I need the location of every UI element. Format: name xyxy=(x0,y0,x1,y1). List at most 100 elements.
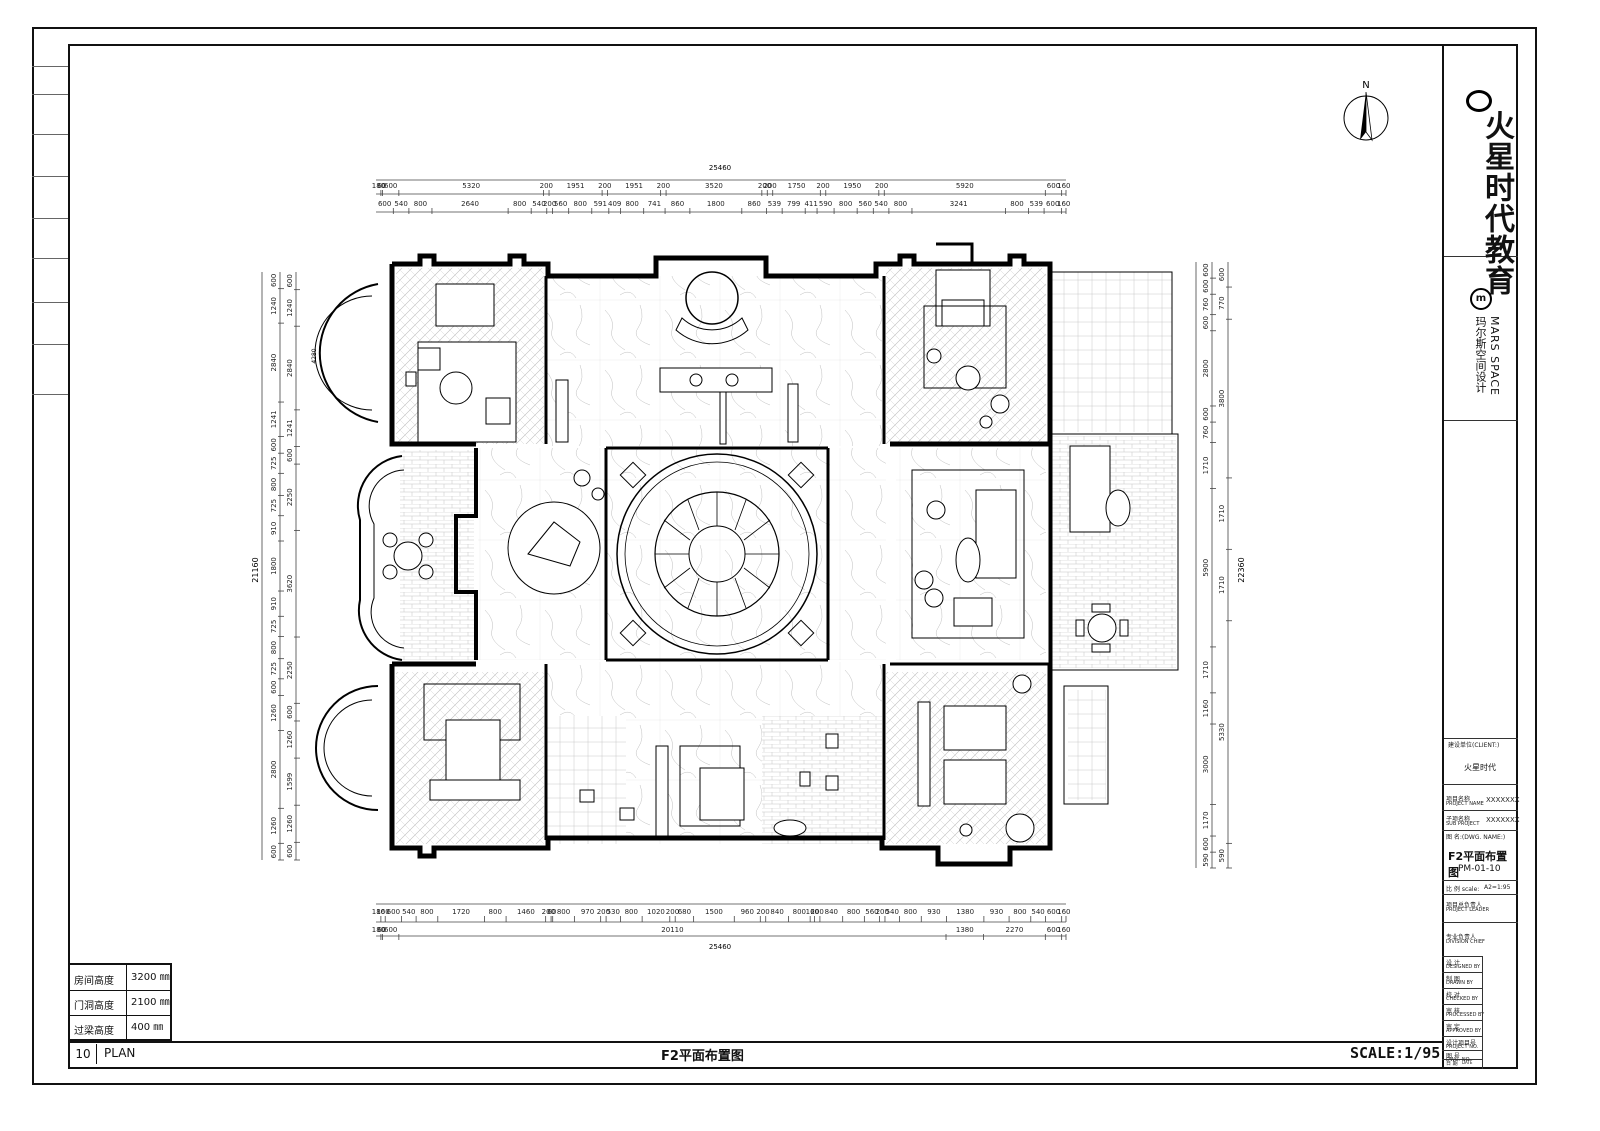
dimension-label: 591 xyxy=(594,200,607,208)
dimension-label: 2270 xyxy=(1006,926,1024,934)
dimension-label: 540 xyxy=(532,200,545,208)
dimension-label: 3000 xyxy=(1202,755,1210,773)
dimension-label: 600 xyxy=(1202,407,1210,420)
dimension-label: 3620 xyxy=(286,575,294,593)
dimension-label: 2840 xyxy=(286,359,294,377)
height-legend: 房间高度 3200 ㎜ 门洞高度 2100 ㎜ 过梁高度 400 ㎜ xyxy=(68,963,172,1041)
title-block: 火星时代教育 m MARS SPACE 玛尔斯空间设计 xyxy=(1442,44,1518,1069)
dimension-label: 800 xyxy=(270,641,278,654)
dimension-label: 200 xyxy=(763,182,776,190)
dimension-label: 539 xyxy=(1030,200,1043,208)
dimension-label: 600 xyxy=(270,438,278,451)
dimension-label: 600 xyxy=(1218,268,1226,281)
dimension-label: 200 xyxy=(542,908,555,916)
dimension-label: 860 xyxy=(748,200,761,208)
sheet-outer-border xyxy=(32,27,1537,1085)
plan-title: F2平面布置图 xyxy=(661,1049,744,1064)
plan-word: PLAN xyxy=(104,1046,136,1060)
dimension-label: 1020 xyxy=(647,908,665,916)
mars-logo-icon: m xyxy=(1470,288,1492,310)
dimension-label: 600 xyxy=(1047,908,1060,916)
dimension-label: 200 xyxy=(758,182,771,190)
dimension-label: 600 xyxy=(387,908,400,916)
north-label: N xyxy=(1362,80,1369,91)
title-block-fields: 建设单位(CLIENT:) 火星时代 项目名称 PROJECT NAME XXX… xyxy=(1442,738,1520,1069)
dimension-label: 800 xyxy=(625,200,638,208)
dimension-label: 2800 xyxy=(1202,359,1210,377)
dimension-label: 600 xyxy=(270,845,278,858)
dimension-label: 800 xyxy=(894,200,907,208)
dim-right-total: 22360 xyxy=(1237,557,1246,582)
dimension-label: 560 xyxy=(859,200,872,208)
dimension-label: 680 xyxy=(678,908,691,916)
dimension-label: 760 xyxy=(1202,426,1210,439)
dimension-label: 200 xyxy=(666,908,679,916)
floor-plan-drawing: N 18060600532020019512001951200352020020… xyxy=(251,80,1389,951)
legend-row: 门洞高度 2100 ㎜ xyxy=(70,990,170,1016)
company-logo-text: 火星时代教育 xyxy=(1479,110,1514,296)
dimension-label: 600 xyxy=(286,449,294,462)
dimension-label: 970 xyxy=(581,908,594,916)
dimension-label: 800 xyxy=(1010,200,1023,208)
dimension-label: 1500 xyxy=(705,908,723,916)
dimension-label: 5900 xyxy=(1202,559,1210,577)
dimension-label: 725 xyxy=(270,499,278,512)
legend-row: 过梁高度 400 ㎜ xyxy=(70,1015,170,1040)
dimension-label: 3520 xyxy=(705,182,723,190)
dimension-label: 200 xyxy=(811,908,824,916)
sub-project-label: 子项名称 xyxy=(1446,816,1471,823)
dimension-label: 2250 xyxy=(286,488,294,506)
dimension-label: 600 xyxy=(1202,837,1210,850)
dim-left-row1: 6001240284012416007258007259101800910725… xyxy=(270,274,284,861)
dimension-label: 3800 xyxy=(1218,390,1226,408)
company-logo-icon xyxy=(1466,90,1492,112)
dimension-label: 539 xyxy=(768,200,781,208)
dimension-label: 180 xyxy=(372,182,385,190)
dimension-label: 1950 xyxy=(843,182,861,190)
dimension-label: 540 xyxy=(874,200,887,208)
drawing-number: PM-01-10 xyxy=(1458,864,1501,874)
dimension-label: 160 xyxy=(1057,926,1070,934)
dimension-label: 600 xyxy=(270,274,278,287)
dimension-label: 411 xyxy=(804,200,817,208)
dimension-label: 800 xyxy=(414,200,427,208)
dimension-label: 800 xyxy=(625,908,638,916)
dimension-label: 2250 xyxy=(286,661,294,679)
dimension-label: 1710 xyxy=(1202,457,1210,475)
plan-number: 10 xyxy=(70,1044,97,1064)
dimension-label: 600 xyxy=(384,926,397,934)
dimension-label: 1951 xyxy=(625,182,643,190)
project-name-value: XXXXXXX xyxy=(1486,796,1520,804)
dimension-label: 540 xyxy=(1031,908,1044,916)
scale-label: 比 例 scale: xyxy=(1446,886,1480,893)
dimension-label: 200 xyxy=(540,182,553,190)
dimension-label: 600 xyxy=(1047,182,1060,190)
dimension-label: 760 xyxy=(1202,298,1210,311)
dimension-label: 5330 xyxy=(1218,723,1226,741)
dimension-label: 590 xyxy=(1218,849,1226,862)
dimension-label: 1380 xyxy=(956,926,974,934)
drawing-name: F2平面布置图 xyxy=(1448,850,1508,879)
sheet-inner-border xyxy=(68,44,1518,1069)
dimension-label: 1599 xyxy=(286,773,294,791)
spiral-staircase xyxy=(616,453,818,655)
dimension-label: 800 xyxy=(489,908,502,916)
dimension-label: 930 xyxy=(927,908,940,916)
binding-strip xyxy=(32,44,68,395)
dimension-label: 60 xyxy=(547,908,556,916)
dimension-label: 1710 xyxy=(1202,661,1210,679)
dimension-label: 600 xyxy=(1046,200,1059,208)
dimension-label: 800 xyxy=(793,908,806,916)
dimension-label: 540 xyxy=(886,908,899,916)
dimension-label: 200 xyxy=(875,182,888,190)
dim-top-total: 25460 xyxy=(709,164,731,172)
dim-bay-width: 4280 xyxy=(311,348,318,363)
dimension-label: 1160 xyxy=(1202,700,1210,718)
dimension-label: 1750 xyxy=(788,182,806,190)
dimension-label: 1260 xyxy=(270,704,278,722)
dimension-label: 60 xyxy=(377,182,386,190)
dimension-lines xyxy=(261,179,1229,937)
dimension-label: 540 xyxy=(394,200,407,208)
